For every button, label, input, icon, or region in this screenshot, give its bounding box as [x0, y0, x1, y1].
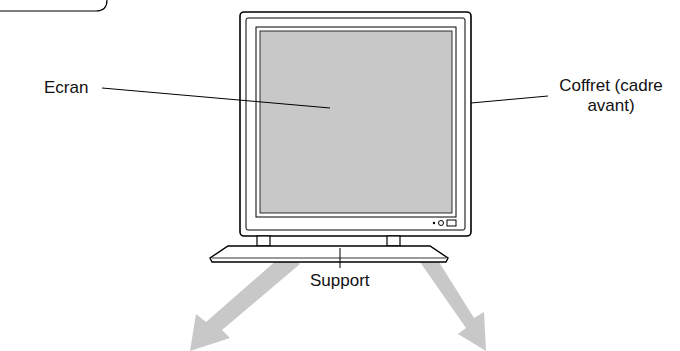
leader-line	[340, 248, 341, 268]
part-label: Coffret (cadre avant)	[552, 76, 670, 115]
stand-leg	[387, 236, 400, 246]
stand-base	[210, 246, 448, 262]
power-button	[439, 221, 444, 226]
cabinet	[240, 12, 471, 236]
arrow-left	[190, 252, 300, 351]
leader-line	[102, 88, 330, 108]
part-label: Ecran	[44, 78, 88, 98]
stand-leg	[257, 236, 270, 246]
frame-fragment	[0, 0, 107, 11]
sensor	[447, 220, 456, 226]
leader-line	[471, 96, 548, 103]
arrow-right	[420, 254, 486, 351]
indicator-dot	[433, 222, 435, 224]
stand-edge	[212, 258, 446, 259]
screen	[260, 31, 452, 213]
part-label: Support	[310, 271, 370, 291]
cabinet-inner	[246, 18, 465, 230]
screen-bezel	[256, 27, 456, 217]
